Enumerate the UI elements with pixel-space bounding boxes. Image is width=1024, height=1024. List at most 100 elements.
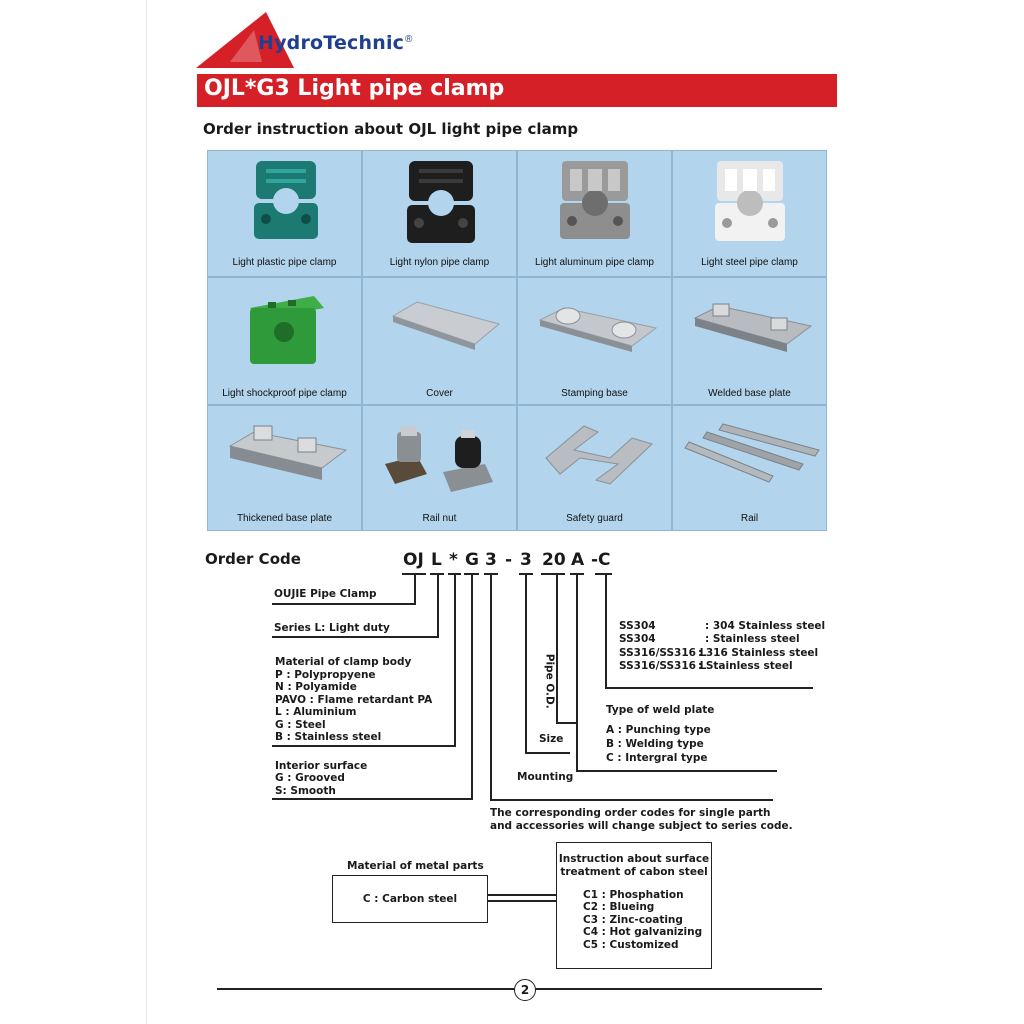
connector-line bbox=[437, 573, 439, 637]
aluminum-clamp-icon bbox=[560, 161, 630, 239]
connector-line bbox=[272, 798, 473, 800]
code-part-asterisk: * bbox=[449, 550, 458, 570]
series-note-line: The corresponding order codes for single… bbox=[490, 807, 771, 819]
stainless-desc: : Stainless steel bbox=[705, 633, 800, 645]
product-cell: Light steel pipe clamp bbox=[672, 150, 827, 277]
product-label: Light steel pipe clamp bbox=[701, 257, 798, 268]
product-cell: Stamping base bbox=[517, 277, 672, 405]
material-item: N : Polyamide bbox=[275, 681, 357, 693]
connector-line bbox=[272, 745, 456, 747]
code-part-size: 20 bbox=[542, 550, 566, 570]
product-cell: Light plastic pipe clamp bbox=[207, 150, 362, 277]
interior-title: Interior surface bbox=[275, 760, 368, 772]
metal-value: C : Carbon steel bbox=[362, 893, 458, 905]
product-cell: Rail bbox=[672, 405, 827, 531]
connector-line bbox=[605, 573, 607, 688]
page-number: 2 bbox=[514, 979, 536, 1001]
connector-line bbox=[272, 603, 416, 605]
code-part-l: L bbox=[431, 550, 442, 570]
product-label: Safety guard bbox=[566, 513, 623, 524]
connector-line bbox=[595, 573, 612, 575]
box-connector bbox=[488, 894, 556, 896]
code-part-oj: OJ bbox=[403, 550, 424, 570]
title-banner bbox=[197, 74, 837, 107]
registered-mark: ® bbox=[405, 34, 413, 45]
product-cell: Light shockproof pipe clamp bbox=[207, 277, 362, 405]
product-label: Thickened base plate bbox=[236, 513, 333, 524]
product-label: Welded base plate bbox=[708, 388, 791, 399]
product-cell: Welded base plate bbox=[672, 277, 827, 405]
stamping-base-icon bbox=[538, 307, 658, 352]
material-item: P : Polypropyene bbox=[275, 669, 376, 681]
cover-plate-icon bbox=[391, 301, 501, 350]
steel-clamp-icon bbox=[715, 161, 785, 241]
connector-line bbox=[605, 687, 813, 689]
code-part-g: G bbox=[465, 550, 479, 570]
brand-name: HydroTechnic bbox=[258, 32, 405, 54]
surface-title: Instruction about surface bbox=[558, 853, 710, 865]
order-code-label: Order Code bbox=[205, 550, 301, 568]
connector-line bbox=[576, 573, 578, 771]
weld-title: Type of weld plate bbox=[606, 704, 715, 716]
section-subtitle: Order instruction about OJL light pipe c… bbox=[203, 120, 579, 138]
rail-nut-icon bbox=[385, 426, 493, 492]
connector-line bbox=[272, 636, 439, 638]
safety-guard-icon bbox=[545, 425, 653, 485]
teal-plastic-clamp-icon bbox=[254, 161, 318, 239]
legend-size: Size bbox=[539, 733, 564, 745]
connector-line bbox=[490, 799, 773, 801]
connector-line bbox=[525, 573, 527, 753]
material-item: L : Aluminium bbox=[275, 706, 357, 718]
product-label: Cover bbox=[426, 388, 453, 399]
material-item: G : Steel bbox=[275, 719, 326, 731]
stainless-desc: : 304 Stainless steel bbox=[705, 620, 826, 632]
product-grid: Light plastic pipe clamp Light nylon pip… bbox=[207, 150, 827, 531]
code-part-dash: - bbox=[505, 550, 513, 570]
connector-line bbox=[556, 722, 576, 724]
product-label: Light aluminum pipe clamp bbox=[535, 257, 654, 268]
stainless-code: SS304 bbox=[619, 633, 656, 645]
green-shockproof-clamp-icon bbox=[250, 296, 324, 364]
stainless-code: SS316/SS316 L bbox=[619, 660, 707, 672]
product-cell: Safety guard bbox=[517, 405, 672, 531]
code-part-weld: A bbox=[571, 550, 585, 570]
product-label: Light plastic pipe clamp bbox=[232, 257, 337, 268]
connector-line bbox=[490, 573, 492, 800]
page-edge bbox=[146, 0, 147, 1024]
surface-box bbox=[556, 842, 712, 969]
weld-item: B : Welding type bbox=[606, 738, 704, 750]
logo-triangle-icon bbox=[196, 12, 294, 68]
legend-pipe-od: Pipe O.D. bbox=[543, 653, 556, 709]
interior-item: S: Smooth bbox=[275, 785, 336, 797]
thickened-base-plate-icon bbox=[228, 425, 348, 480]
legend-series: Series L: Light duty bbox=[274, 622, 390, 634]
product-label: Light nylon pipe clamp bbox=[389, 257, 490, 268]
connector-line bbox=[471, 573, 473, 799]
rail-icon bbox=[684, 423, 820, 483]
surface-item: C4 : Hot galvanizing bbox=[583, 926, 703, 938]
material-item: PAVO : Flame retardant PA bbox=[275, 694, 433, 706]
code-part-material: -C bbox=[591, 550, 611, 570]
surface-item: C3 : Zinc-coating bbox=[583, 914, 683, 926]
surface-item: C5 : Customized bbox=[583, 939, 679, 951]
connector-line bbox=[454, 573, 456, 746]
product-label: Stamping base bbox=[561, 388, 628, 399]
connector-line bbox=[414, 573, 416, 604]
stainless-desc: : Stainless steel bbox=[698, 660, 793, 672]
stainless-desc: : 316 Stainless steel bbox=[698, 647, 819, 659]
stainless-code: SS316/SS316 L bbox=[619, 647, 707, 659]
stainless-code: SS304 bbox=[619, 620, 656, 632]
interior-item: G : Grooved bbox=[275, 772, 345, 784]
code-part-mounting: 3 bbox=[520, 550, 532, 570]
product-cell: Cover bbox=[362, 277, 517, 405]
black-nylon-clamp-icon bbox=[407, 161, 475, 243]
box-connector bbox=[488, 900, 556, 902]
product-label: Light shockproof pipe clamp bbox=[222, 388, 347, 399]
product-label: Rail nut bbox=[422, 513, 457, 524]
connector-line bbox=[525, 752, 570, 754]
product-cell: Light nylon pipe clamp bbox=[362, 150, 517, 277]
product-cell: Rail nut bbox=[362, 405, 517, 531]
code-part-3: 3 bbox=[485, 550, 497, 570]
metal-box bbox=[332, 875, 488, 923]
series-note-line: and accessories will change subject to s… bbox=[490, 820, 793, 832]
